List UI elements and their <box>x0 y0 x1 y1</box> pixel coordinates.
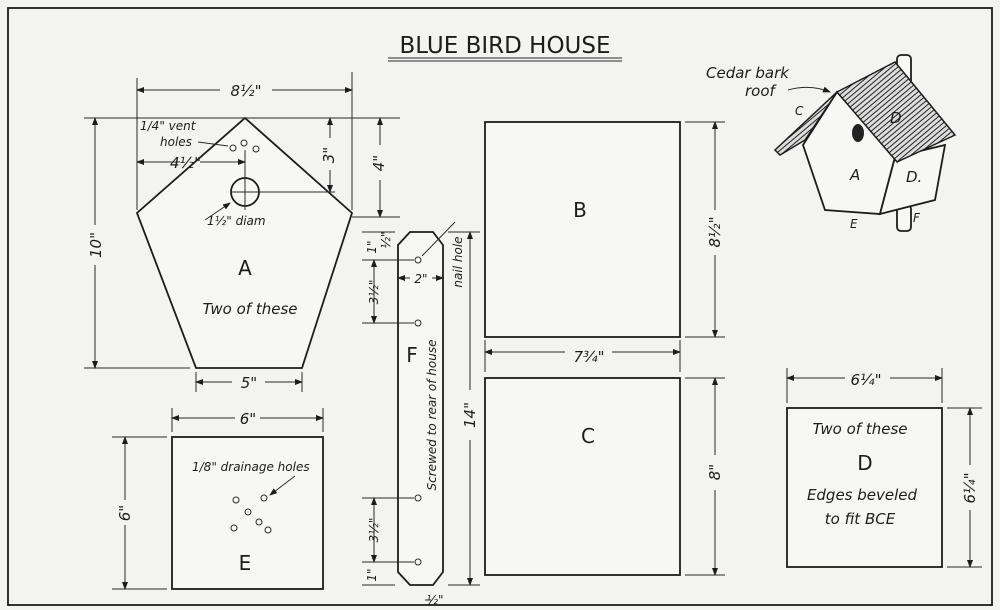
sketch-roof-d <box>835 61 957 163</box>
nail-hole <box>414 494 422 502</box>
dim-hole-offset: 4½" <box>170 154 201 172</box>
dim-b-height: 8½" <box>706 217 724 248</box>
piece-b-label: B <box>573 198 587 222</box>
sketch-roof-c <box>773 91 838 156</box>
piece-a: 8½" 10" 4½" 3" 4" 5" 1/4" vent holes 1½"… <box>84 72 400 392</box>
dim-f-spacing-top: 3½" <box>367 280 381 305</box>
sketch-label-f: F <box>913 211 921 225</box>
piece-b: B 8½" 7¾" <box>484 121 725 372</box>
vent-note-holes: holes <box>160 135 192 149</box>
vent-hole <box>252 145 260 153</box>
drainage-note: 1/8" drainage holes <box>192 460 310 474</box>
nail-hole <box>414 319 422 327</box>
piece-c-label: C <box>581 424 595 448</box>
drainage-holes <box>230 494 272 534</box>
dim-a-width: 8½" <box>231 82 262 100</box>
dim-e-width: 6" <box>240 410 256 428</box>
nail-hole <box>414 558 422 566</box>
dim-c-height: 8" <box>706 464 724 480</box>
piece-a-label: A <box>238 256 252 280</box>
piece-e-label: E <box>239 551 252 575</box>
dim-f-length: 14" <box>461 402 479 428</box>
vent-hole <box>240 139 248 147</box>
dim-f-bottom: 1" <box>365 568 379 581</box>
piece-d-label: D <box>857 451 872 475</box>
piece-c-outline <box>484 377 681 576</box>
dim-d-height: 6¼" <box>961 473 979 504</box>
dim-f-chamfer: ½" <box>426 593 443 607</box>
vent-hole <box>229 144 237 152</box>
sketch-label-e: E <box>850 217 858 231</box>
roof-note: Cedar bark <box>706 64 790 82</box>
piece-f-label: F <box>406 343 418 367</box>
dim-a-height: 10" <box>87 232 105 258</box>
dim-a-base: 5" <box>241 374 257 392</box>
piece-e: 6" 6" 1/8" drainage holes E <box>112 408 324 590</box>
dim-f-top-half: ½" <box>379 231 393 248</box>
piece-d: 6¼" 6¼" Two of these D Edges beveled to … <box>786 368 982 568</box>
sketch-label-d-side: D. <box>906 168 922 186</box>
dim-f-spacing-bottom: 3½" <box>367 518 381 543</box>
svg-text:BLUE BIRD HOUSE: BLUE BIRD HOUSE <box>399 33 610 59</box>
dim-b-width: 7¾" <box>574 348 605 366</box>
piece-b-outline <box>484 121 681 338</box>
piece-e-outline <box>171 436 324 590</box>
dim-peak: 4" <box>370 155 388 171</box>
birdhouse-sketch: Cedar bark roof C D A D. E F <box>706 54 957 232</box>
dim-d-width: 6¼" <box>851 371 882 389</box>
dim-f-width: 2" <box>414 272 427 286</box>
drawing-border <box>7 7 993 606</box>
sketch-label-d-roof: D <box>890 109 902 127</box>
sketch-label-a: A <box>849 166 860 184</box>
piece-d-note: Two of these <box>812 420 907 438</box>
edge-note-fit: to fit BCE <box>825 510 896 528</box>
hole-diameter-note: 1½" diam <box>207 214 266 228</box>
dim-hole-top: 3" <box>320 147 338 163</box>
piece-a-note: Two of these <box>202 300 297 318</box>
piece-a-outline <box>135 116 354 369</box>
piece-f: F Screwed to rear of house nail hole 14"… <box>362 221 480 607</box>
sketch-label-c: C <box>795 104 804 118</box>
piece-f-outline <box>397 231 444 586</box>
nail-hole <box>414 256 422 264</box>
dim-e-height: 6" <box>116 505 134 521</box>
nail-hole-note: nail hole <box>451 236 465 287</box>
dim-f-top: 1" <box>365 240 379 253</box>
piece-c: C 8" <box>484 377 725 576</box>
vent-note: 1/4" vent <box>140 119 197 133</box>
roof-note-2: roof <box>745 82 778 100</box>
edge-note: Edges beveled <box>807 486 918 504</box>
drawing-title: BLUE BIRD HOUSE <box>388 33 622 62</box>
piece-f-note: Screwed to rear of house <box>425 339 439 490</box>
piece-d-outline <box>786 407 943 568</box>
sketch-entrance-hole <box>852 124 864 142</box>
